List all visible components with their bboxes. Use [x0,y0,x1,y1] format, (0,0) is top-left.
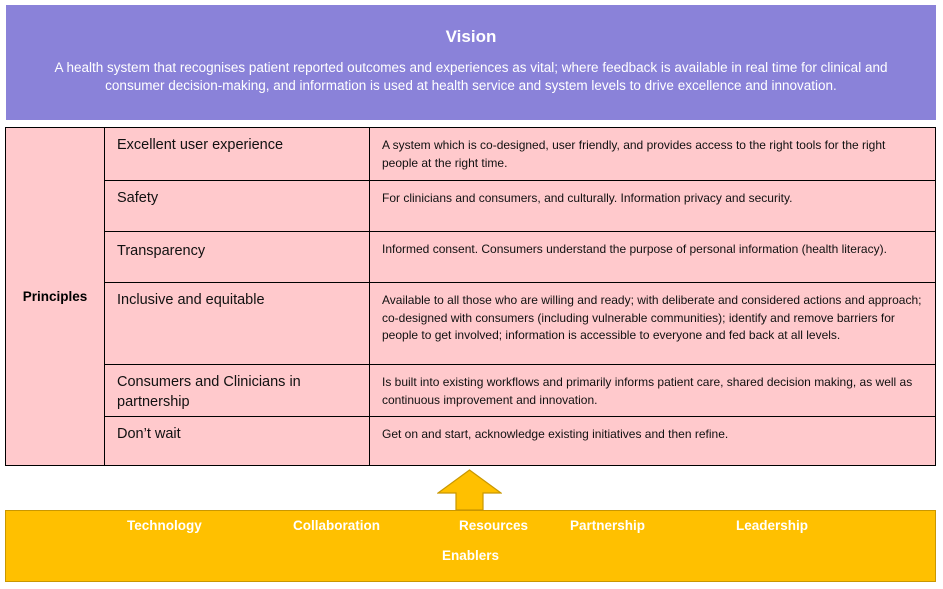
principle-description: A system which is co-designed, user frie… [382,138,886,170]
principle-description: Available to all those who are willing a… [382,293,922,342]
principle-name: Excellent user experience [105,128,370,180]
principle-row-transparency: Transparency Informed consent. Consumers… [104,231,935,282]
up-arrow-icon [437,469,502,511]
principle-row-inclusive: Inclusive and equitable Available to all… [104,282,935,364]
enabler-leadership: Leadership [736,518,809,533]
principle-description: Get on and start, acknowledge existing i… [382,427,729,441]
principle-name: Consumers and Clinicians in partnership [105,365,370,416]
enabler-collaboration: Collaboration [293,518,380,533]
principle-name: Transparency [105,232,370,282]
principles-label: Principles [22,289,88,304]
principles-table: Principles Excellent user experience A s… [5,127,936,466]
vision-statement: A health system that recognises patient … [54,60,888,93]
enablers-title: Enablers [441,548,500,563]
principle-description: Informed consent. Consumers understand t… [382,242,887,256]
enabler-resources: Resources [459,518,529,533]
vision-title: Vision [445,27,497,46]
enabler-partnership: Partnership [570,518,646,533]
principle-row-safety: Safety For clinicians and consumers, and… [104,180,935,231]
vision-box: Vision A health system that recognises p… [6,5,936,120]
principle-description: Is built into existing workflows and pri… [382,375,913,407]
enabler-technology: Technology [127,518,202,533]
principle-row-user-experience: Excellent user experience A system which… [104,128,935,180]
principle-name: Don’t wait [105,417,370,465]
principle-name: Safety [105,181,370,231]
principle-name: Inclusive and equitable [105,283,370,364]
principle-row-partnership: Consumers and Clinicians in partnership … [104,364,935,416]
principle-description: For clinicians and consumers, and cultur… [382,191,793,205]
enablers-box: Technology Collaboration Resources Partn… [5,510,936,582]
principle-row-dont-wait: Don’t wait Get on and start, acknowledge… [104,416,935,465]
